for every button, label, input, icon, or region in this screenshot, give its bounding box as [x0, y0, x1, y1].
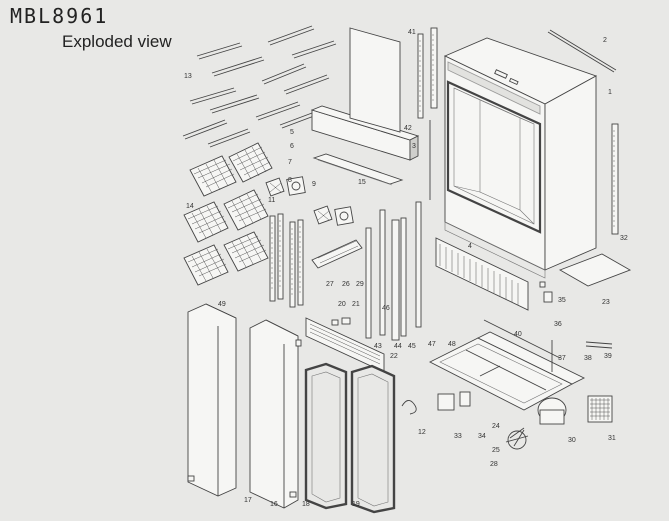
label-part-14: 14	[186, 203, 194, 210]
hinge-bottom-left	[187, 475, 195, 482]
label-part-33: 33	[454, 433, 462, 440]
label-part-36: 36	[554, 321, 562, 328]
label-part-43: 43	[374, 343, 382, 350]
label-part-47: 47	[428, 341, 436, 348]
label-part-3: 3	[412, 143, 416, 150]
thermostat-box	[543, 291, 553, 303]
model-title: MBL8961	[10, 4, 109, 28]
side-strip	[417, 27, 438, 119]
wire-shelves	[183, 142, 273, 286]
base-frame	[429, 319, 586, 411]
label-part-7: 7	[288, 159, 292, 166]
label-part-31: 31	[608, 435, 616, 442]
label-part-11: 11	[268, 197, 275, 204]
label-part-15: 15	[358, 179, 366, 186]
label-part-26: 26	[342, 281, 350, 288]
front-grille	[435, 237, 529, 311]
bottom-grille	[305, 317, 385, 373]
label-part-9: 9	[312, 181, 316, 188]
cabinet-body	[443, 37, 598, 279]
label-part-21: 21	[352, 301, 360, 308]
label-part-16: 16	[270, 501, 278, 508]
vertical-rails	[269, 213, 304, 308]
label-part-41: 41	[408, 29, 416, 36]
mounting-rails	[551, 340, 613, 372]
label-part-5: 5	[290, 129, 294, 136]
door-panels	[187, 303, 299, 509]
label-part-49: 49	[218, 301, 226, 308]
label-part-42: 42	[404, 125, 412, 132]
label-part-18: 18	[302, 501, 310, 508]
label-part-34: 34	[478, 433, 486, 440]
label-part-48: 48	[448, 341, 456, 348]
label-part-30: 30	[568, 437, 576, 444]
label-part-46: 46	[382, 305, 390, 312]
label-part-19: 19	[352, 501, 360, 508]
light-tray	[311, 239, 363, 269]
label-part-23: 23	[602, 299, 610, 306]
door-gaskets	[304, 362, 396, 514]
label-part-4: 4	[468, 243, 472, 250]
small-brackets	[331, 317, 351, 326]
label-part-25: 25	[492, 447, 500, 454]
label-part-37: 37	[558, 355, 566, 362]
label-part-12: 12	[418, 429, 426, 436]
label-part-17: 17	[244, 497, 252, 504]
compressor-group	[401, 391, 613, 450]
label-part-6: 6	[290, 143, 294, 150]
label-part-20: 20	[338, 301, 346, 308]
label-part-29: 29	[356, 281, 364, 288]
base-plate	[558, 253, 632, 287]
label-part-2: 2	[603, 37, 607, 44]
door-frame-posts	[365, 120, 431, 341]
label-part-13: 13	[184, 73, 192, 80]
label-part-28: 28	[490, 461, 498, 468]
label-part-38: 38	[584, 355, 592, 362]
label-part-39: 39	[604, 353, 612, 360]
part-number-labels: 1 2 3 4 5 6 7 8 9 11 12 13 14 15 16 17 1…	[184, 29, 628, 508]
small-clip	[539, 281, 546, 288]
label-part-8: 8	[288, 177, 292, 184]
hinge-top	[295, 339, 302, 347]
shelf-rails	[182, 25, 337, 148]
right-strip	[611, 123, 619, 235]
label-part-44: 44	[394, 343, 402, 350]
hinge-bottom-right	[289, 491, 297, 498]
label-part-45: 45	[408, 343, 416, 350]
label-part-27: 27	[326, 281, 334, 288]
top-panels	[310, 105, 420, 186]
label-part-1: 1	[608, 89, 612, 96]
label-part-35: 35	[558, 297, 566, 304]
label-part-40: 40	[514, 331, 522, 338]
label-part-24: 24	[492, 423, 500, 430]
label-part-22: 22	[390, 353, 398, 360]
top-bar	[547, 29, 617, 73]
fan-assemblies	[265, 176, 354, 226]
back-panel	[349, 27, 401, 133]
label-part-32: 32	[620, 235, 628, 242]
diagram-subtitle: Exploded view	[62, 32, 172, 51]
